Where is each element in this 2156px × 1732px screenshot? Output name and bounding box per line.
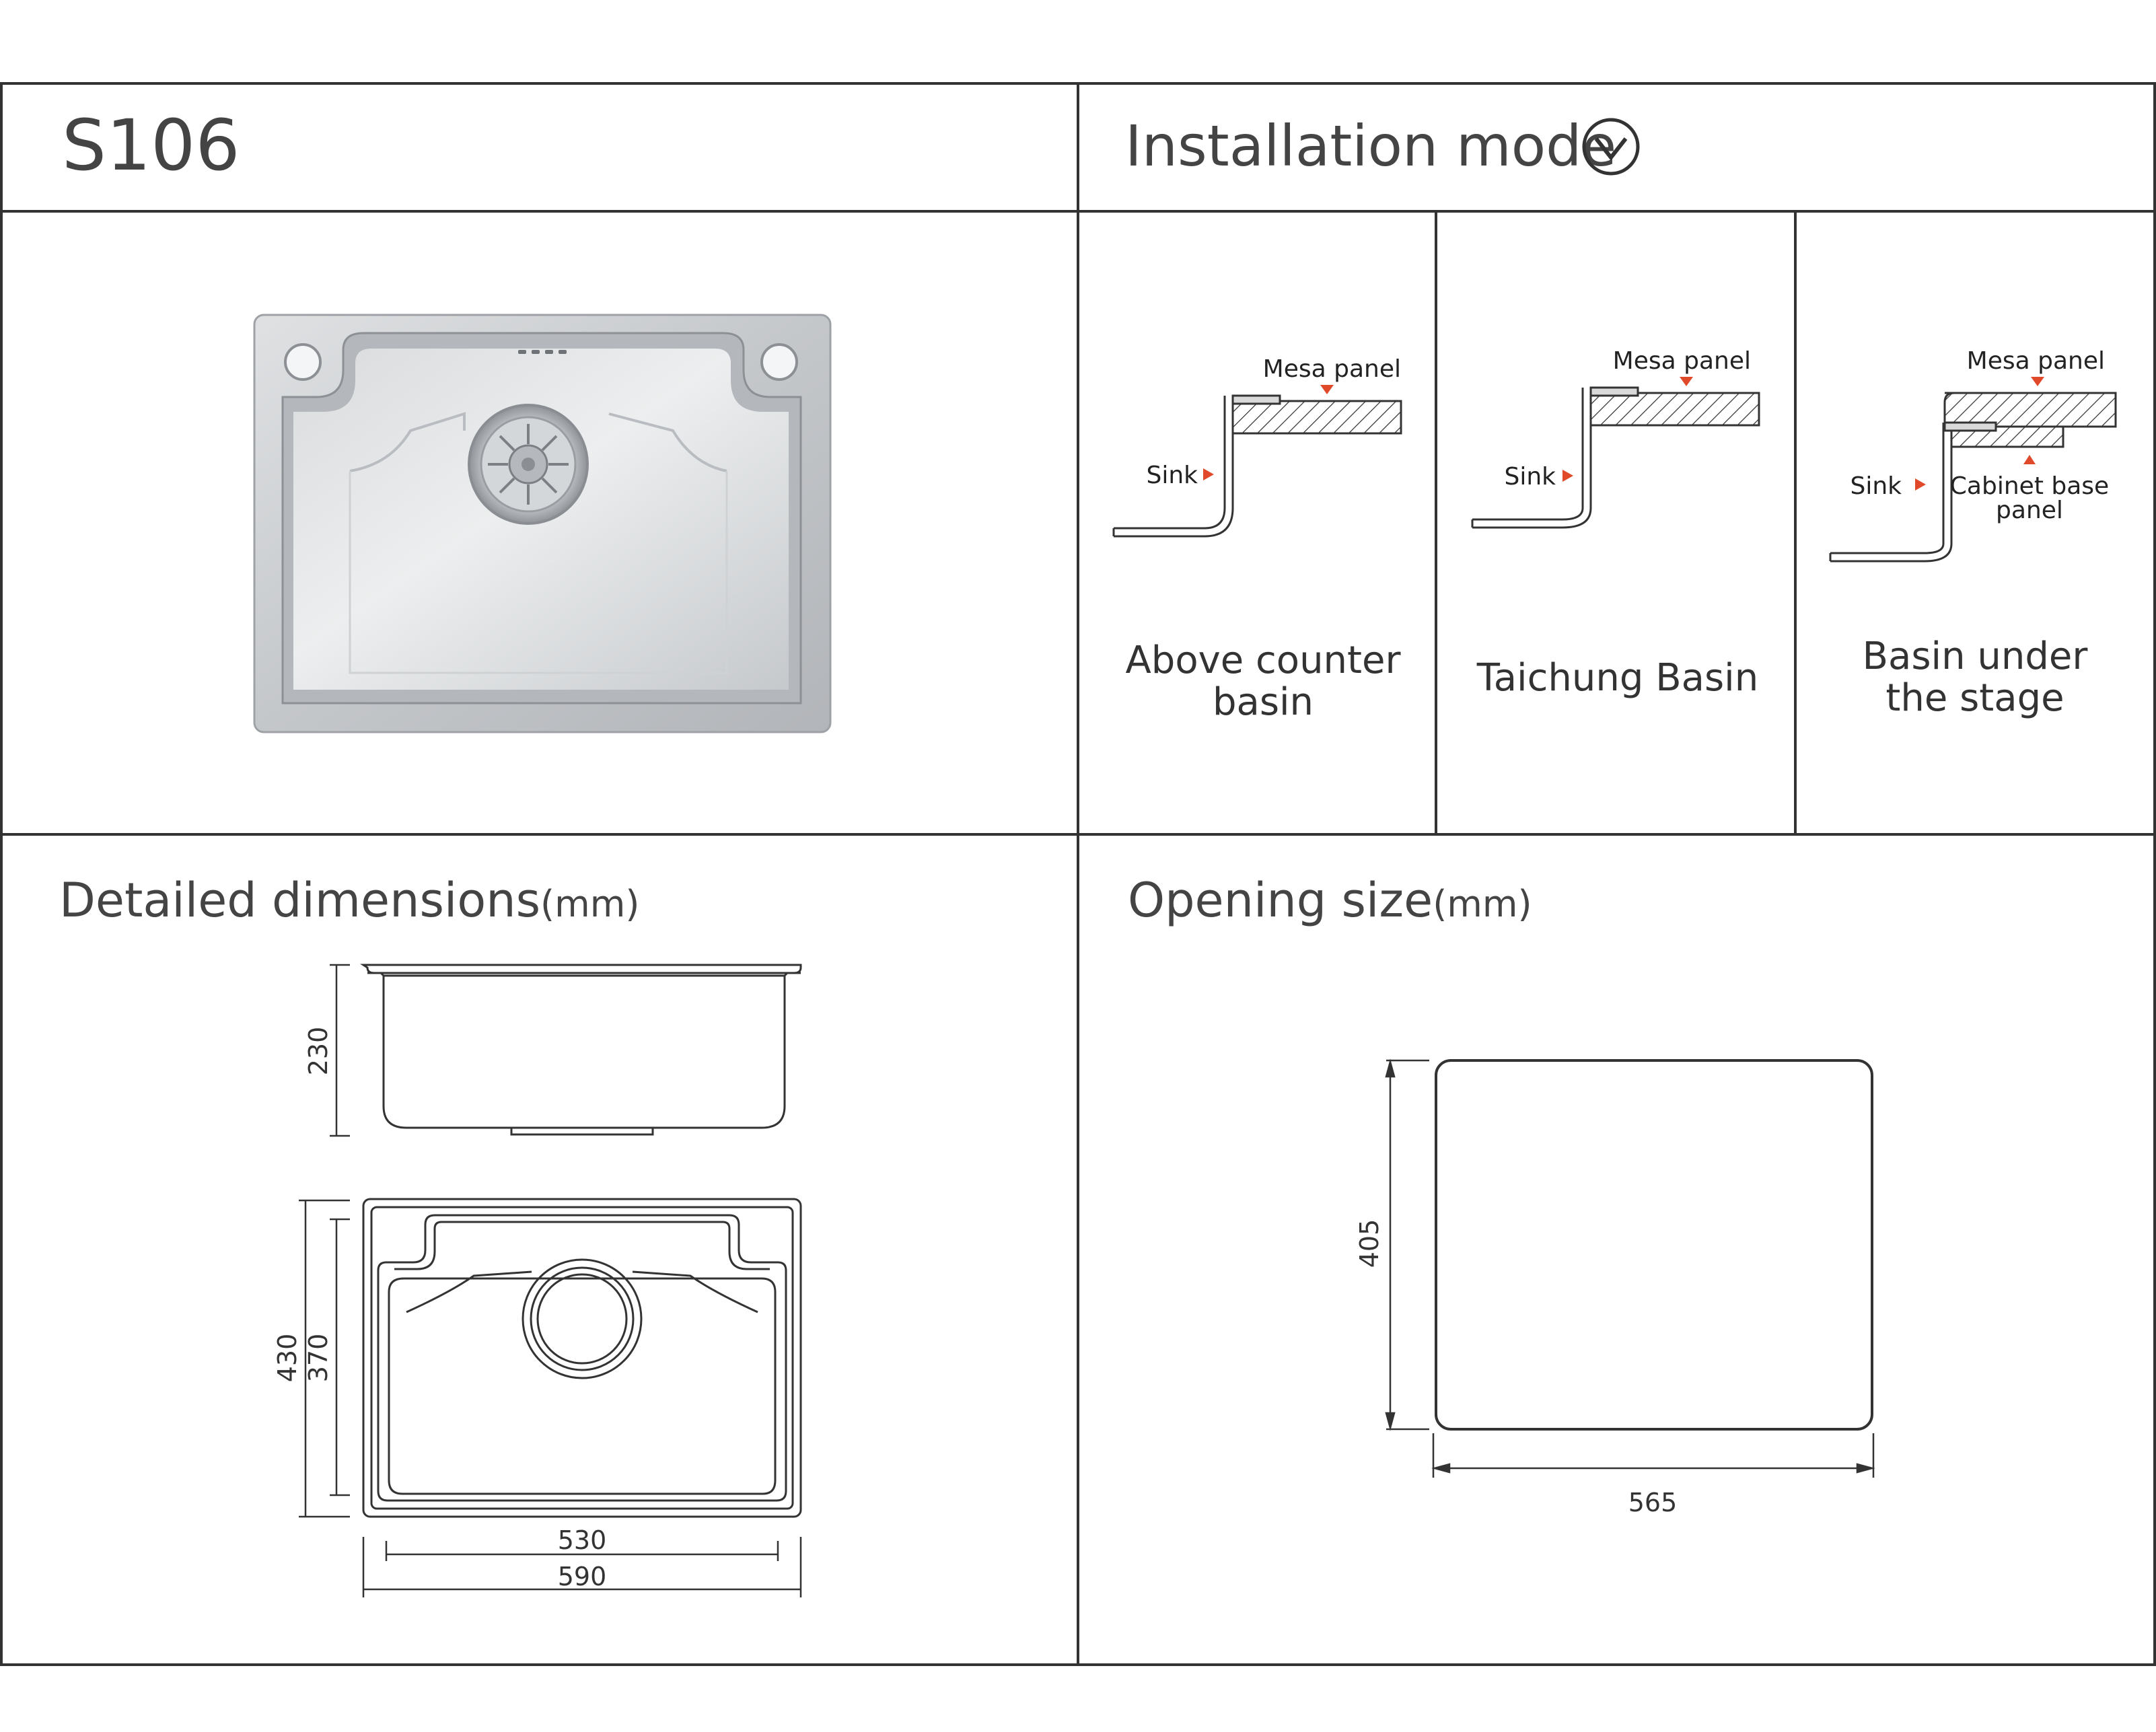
pointer-arrow-icon <box>1680 377 1693 386</box>
sink-label: Sink <box>1504 463 1556 491</box>
chevron-down-circle-icon <box>1582 118 1640 176</box>
dimension-line-outer-width <box>362 1537 802 1597</box>
mesa-panel-label: Mesa panel <box>1967 347 2105 375</box>
table-grid <box>0 82 2156 1666</box>
dimension-line-opening-width <box>1431 1433 1875 1478</box>
opening-size-title: Opening size(mm) <box>1128 873 1532 928</box>
pointer-arrow-icon <box>2023 455 2036 464</box>
sink-top-view-drawing <box>362 1198 802 1518</box>
sink-side-view-drawing <box>360 964 802 1136</box>
installation-mode-title: Installation mode <box>1125 113 1616 179</box>
dimension-line-depth <box>330 964 350 1137</box>
inner-length-value: 370 <box>303 1334 333 1383</box>
pointer-arrow-icon <box>1562 470 1573 482</box>
model-title: S106 <box>62 104 240 186</box>
pointer-arrow-icon <box>2031 377 2044 386</box>
inner-width-value: 530 <box>558 1525 607 1555</box>
dimension-line-opening-height <box>1385 1058 1429 1431</box>
depth-value: 230 <box>303 1027 333 1076</box>
mode-name-line: the stage <box>1885 676 2064 720</box>
outer-length-value: 430 <box>273 1334 302 1383</box>
pointer-arrow-icon <box>1203 468 1214 480</box>
opening-width-value: 565 <box>1628 1488 1678 1517</box>
sink-label: Sink <box>1146 462 1198 489</box>
sink-product-photo <box>253 314 832 733</box>
mode-name-line: Taichung Basin <box>1476 656 1758 700</box>
mode-name-line: Basin under <box>1863 635 2089 678</box>
dimension-line-inner-length <box>330 1218 350 1496</box>
mode-name-line: basin <box>1213 680 1314 724</box>
pointer-arrow-icon <box>1915 478 1926 491</box>
dimension-line-inner-width <box>385 1541 779 1561</box>
install-diagram-taichung <box>1471 377 1760 529</box>
dimensions-title: Detailed dimensions(mm) <box>59 873 639 928</box>
mode-name-line: Above counter <box>1126 639 1402 682</box>
install-diagram-under-stage <box>1829 377 2117 563</box>
sink-label: Sink <box>1850 472 1902 500</box>
cabinet-base-panel-label: panel <box>1996 497 2063 524</box>
install-diagram-above-counter <box>1112 385 1402 538</box>
opening-height-value: 405 <box>1355 1219 1384 1268</box>
opening-outline <box>1435 1059 1873 1431</box>
pointer-arrow-icon <box>1320 385 1334 394</box>
mesa-panel-label: Mesa panel <box>1263 355 1401 383</box>
outer-width-value: 590 <box>558 1562 607 1591</box>
cabinet-base-panel-label: Cabinet base <box>1950 472 2109 500</box>
dimension-line-outer-length <box>299 1199 350 1518</box>
mesa-panel-label: Mesa panel <box>1613 347 1751 375</box>
